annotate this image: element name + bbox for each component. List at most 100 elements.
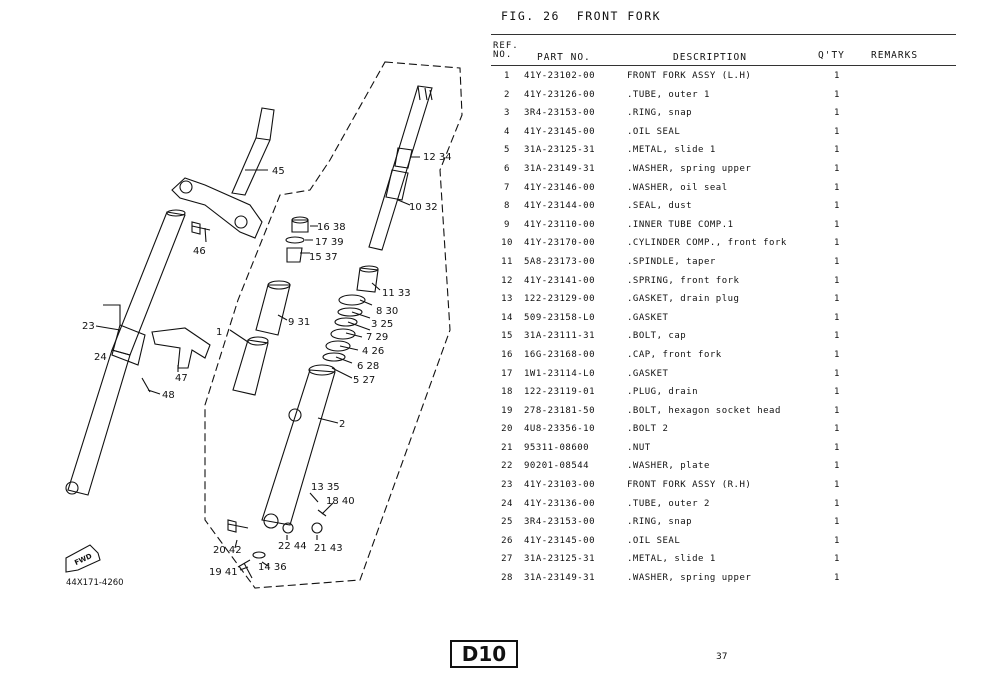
description-cell: .SEAL, dust [627, 201, 693, 212]
ref-cell: 5 [504, 145, 510, 156]
callout-5-27: 5 27 [353, 375, 375, 386]
quantity-cell: 1 [834, 405, 840, 416]
description-cell: .OIL SEAL [627, 126, 681, 137]
quantity-cell: 1 [834, 108, 840, 119]
callout-15-37: 15 37 [309, 252, 338, 263]
part-number-cell: 31A-23149-31 [524, 163, 596, 174]
quantity-cell: 1 [834, 424, 840, 435]
quantity-cell: 1 [834, 387, 840, 398]
description-cell: .METAL, slide 1 [627, 554, 716, 565]
description-cell: .RING, snap [627, 517, 693, 528]
description-cell: .INNER TUBE COMP.1 [627, 219, 734, 230]
callout-45: 45 [272, 166, 285, 177]
description-cell: .WASHER, plate [627, 461, 710, 472]
callout-3-25: 3 25 [371, 319, 393, 330]
part-number-cell: 41Y-23126-00 [524, 89, 596, 100]
description-cell: .WASHER, oil seal [627, 182, 728, 193]
quantity-cell: 1 [834, 275, 840, 286]
ref-cell: 4 [504, 126, 510, 137]
callout-20-42: 20 42 [213, 545, 242, 556]
part-number-cell: 3R4-23153-00 [524, 517, 596, 528]
table-header: REF. NO. PART NO. DESCRIPTION Q'TY REMAR… [491, 34, 956, 66]
quantity-cell: 1 [834, 535, 840, 546]
quantity-cell: 1 [834, 145, 840, 156]
header-desc: DESCRIPTION [673, 52, 747, 63]
ref-cell: 20 [501, 424, 513, 435]
ref-cell: 28 [501, 573, 513, 584]
part-number-cell: 1W1-23114-L0 [524, 368, 596, 379]
quantity-cell: 1 [834, 219, 840, 230]
quantity-cell: 1 [834, 498, 840, 509]
description-cell: .BOLT, cap [627, 331, 687, 342]
ref-cell: 16 [501, 349, 513, 360]
under-bracket [171, 177, 263, 239]
ref-cell: 26 [501, 535, 513, 546]
ref-cell: 2 [504, 89, 510, 100]
part-number-cell: 41Y-23170-00 [524, 238, 596, 249]
ref-cell: 27 [501, 554, 513, 565]
part-number-cell: 122-23119-01 [524, 387, 596, 398]
quantity-cell: 1 [834, 89, 840, 100]
part-number-cell: 278-23181-50 [524, 405, 596, 416]
diagram-code: 44X171-4260 [66, 578, 124, 588]
steering-stem [231, 107, 275, 196]
part-number-cell: 90201-08544 [524, 461, 590, 472]
part-number-cell: 509-23158-L0 [524, 312, 596, 323]
callout-47: 47 [175, 373, 188, 384]
quantity-cell: 1 [834, 554, 840, 565]
part-number-cell: 31A-23111-31 [524, 331, 596, 342]
inner-tube [368, 85, 433, 251]
description-cell: .WASHER, spring upper [627, 573, 752, 584]
callout-18-40: 18 40 [326, 496, 355, 507]
part-number-cell: 41Y-23145-00 [524, 126, 596, 137]
callout-11-33: 11 33 [382, 288, 411, 299]
quantity-cell: 1 [834, 312, 840, 323]
ref-cell: 18 [501, 387, 513, 398]
description-cell: .GASKET, drain plug [627, 294, 740, 305]
description-cell: .GASKET [627, 368, 669, 379]
callout-9-31: 9 31 [288, 317, 310, 328]
ref-cell: 14 [501, 312, 513, 323]
description-cell: .CAP, front fork [627, 349, 722, 360]
part-number-cell: 16G-23168-00 [524, 349, 596, 360]
cap-16 [291, 219, 309, 233]
callout-48: 48 [162, 390, 175, 401]
part-number-cell: 5A8-23173-00 [524, 256, 596, 267]
callout-1: 1 [216, 327, 222, 338]
description-cell: .CYLINDER COMP., front fork [627, 238, 787, 249]
section-code-box: D10 [450, 640, 518, 668]
callout-46: 46 [193, 246, 206, 257]
description-cell: .OIL SEAL [627, 535, 681, 546]
ref-cell: 24 [501, 498, 513, 509]
callout-4-26: 4 26 [362, 346, 384, 357]
ref-cell: 11 [501, 256, 513, 267]
ref-cell: 25 [501, 517, 513, 528]
ref-cell: 9 [504, 219, 510, 230]
part-number-cell: 41Y-23110-00 [524, 219, 596, 230]
part-number-cell: 41Y-23136-00 [524, 498, 596, 509]
part-number-cell: 3R4-23153-00 [524, 108, 596, 119]
quantity-cell: 1 [834, 368, 840, 379]
part-number-cell: 41Y-23141-00 [524, 275, 596, 286]
callout-24: 24 [94, 352, 107, 363]
table-row: 14 509-23158-L0 .GASKET 1 [491, 308, 956, 327]
ref-cell: 23 [501, 480, 513, 491]
quantity-cell: 1 [834, 349, 840, 360]
header-remarks: REMARKS [871, 50, 919, 61]
quantity-cell: 1 [834, 256, 840, 267]
part-number-cell: 41Y-23146-00 [524, 182, 596, 193]
description-cell: .GASKET [627, 312, 669, 323]
callout-13-35: 13 35 [311, 482, 340, 493]
